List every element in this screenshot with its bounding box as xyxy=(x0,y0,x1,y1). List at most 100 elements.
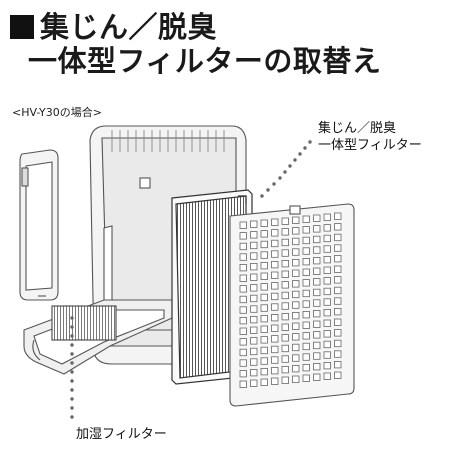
grid-cell xyxy=(334,307,342,316)
grid-cell xyxy=(334,350,342,358)
grid-cell xyxy=(239,380,247,388)
grid-cell xyxy=(281,281,289,289)
grid-cell xyxy=(323,351,331,359)
grid-cell xyxy=(250,252,258,260)
grid-cell xyxy=(323,308,331,317)
callout-dust-deodor-filter: 集じん／脱臭 一体型フィルター xyxy=(318,120,422,154)
grid-cell xyxy=(313,362,321,371)
grid-cell xyxy=(281,355,289,363)
grid-cell xyxy=(334,265,342,273)
callout-humidifier-filter: 加湿フィルター xyxy=(76,427,167,442)
title-block: 集じん／脱臭 一体型フィルターの取替え xyxy=(10,10,450,78)
grid-cell xyxy=(281,249,289,257)
grid-cell xyxy=(334,371,342,379)
grid-cell xyxy=(334,223,342,231)
grid-cell xyxy=(239,242,247,251)
grid-cell xyxy=(260,304,268,312)
filter-grid-frame xyxy=(229,203,355,407)
grid-cell xyxy=(250,326,258,334)
grid-cell xyxy=(260,261,268,270)
grid-cell xyxy=(281,259,289,268)
grid-cell xyxy=(250,368,258,377)
grid-cell xyxy=(313,331,321,339)
grid-cell xyxy=(292,354,300,362)
grid-cell xyxy=(323,255,331,264)
grid-cell xyxy=(250,284,258,292)
grid-cell xyxy=(334,297,342,305)
grid-cell xyxy=(302,363,310,372)
grid-cell xyxy=(302,289,310,298)
grid-cell xyxy=(302,279,310,287)
grid-cell xyxy=(313,256,321,265)
grid-cell xyxy=(271,324,279,332)
grid-cell xyxy=(281,312,289,321)
grid-cell xyxy=(292,290,300,299)
grid-cell xyxy=(271,366,279,375)
grid-cell xyxy=(271,218,279,226)
grid-cell xyxy=(250,220,258,228)
grid-cell xyxy=(239,348,247,357)
grid-cell xyxy=(239,295,247,304)
grid-cell xyxy=(271,335,279,343)
grid-cell xyxy=(302,300,310,308)
grid-cell xyxy=(302,257,310,266)
grid-cell xyxy=(281,291,289,300)
title-square-marker xyxy=(10,15,34,39)
grid-cell xyxy=(323,361,331,370)
grid-cell xyxy=(302,236,310,245)
grid-cell xyxy=(239,327,247,335)
leader-dots xyxy=(260,140,312,198)
grid-cell xyxy=(313,309,321,318)
grid-cell xyxy=(292,364,300,373)
leader-dots-humidifier xyxy=(70,316,74,419)
grid-cell xyxy=(260,219,268,227)
grid-cell xyxy=(292,375,300,383)
grid-cell xyxy=(239,232,247,240)
grid-cell xyxy=(260,272,268,280)
grid-cell xyxy=(334,286,342,295)
grid-cell xyxy=(260,230,268,238)
grid-cell xyxy=(302,268,310,276)
grid-cell xyxy=(239,369,247,378)
grid-cell xyxy=(250,305,258,313)
grid-cell xyxy=(313,267,321,275)
callout-filter-line-2: 一体型フィルター xyxy=(318,138,422,153)
grid-cell xyxy=(271,239,279,248)
grid-cell xyxy=(250,294,258,303)
grid-cell xyxy=(260,367,268,376)
grid-cell xyxy=(260,251,268,259)
grid-cell xyxy=(281,365,289,374)
grid-cell xyxy=(292,237,300,246)
grid-cell xyxy=(313,373,321,381)
grid-cell xyxy=(239,274,247,282)
grid-cell xyxy=(250,273,258,281)
grid-cell xyxy=(281,344,289,353)
grid-cell xyxy=(281,302,289,310)
grid-cell xyxy=(334,339,342,348)
grid-cell xyxy=(334,212,342,220)
grid-cell xyxy=(334,244,342,252)
grid-cell xyxy=(313,225,321,233)
grid-cell xyxy=(292,343,300,352)
grid-cell xyxy=(292,333,300,341)
grid-cell xyxy=(271,292,279,301)
grid-cell xyxy=(292,322,300,330)
grid-cell xyxy=(281,376,289,384)
title-text-1: 集じん／脱臭 xyxy=(40,10,218,44)
grid-cell xyxy=(302,374,310,382)
grid-cell xyxy=(239,316,247,325)
grid-cell xyxy=(302,353,310,361)
callout-filter-line-1: 集じん／脱臭 xyxy=(318,121,397,136)
grid-cell xyxy=(323,287,331,296)
grid-cell xyxy=(260,336,268,344)
grid-cell xyxy=(239,285,247,293)
grid-cell xyxy=(323,372,331,380)
grid-cell xyxy=(313,288,321,297)
grid-cell xyxy=(313,320,321,328)
grid-cell xyxy=(292,269,300,277)
title-line-2: 一体型フィルターの取替え xyxy=(10,44,450,78)
grid-cell xyxy=(292,280,300,288)
grid-cell xyxy=(250,337,258,345)
grid-cell xyxy=(302,247,310,255)
